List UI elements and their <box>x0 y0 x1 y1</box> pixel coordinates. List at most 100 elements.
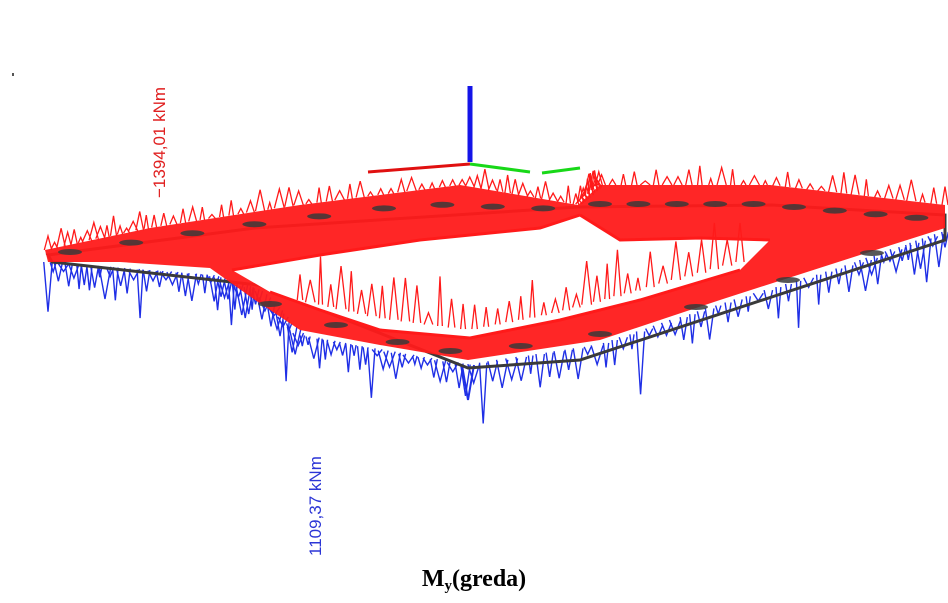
negative-moment-spike <box>597 172 607 186</box>
negative-moment-spike <box>608 178 617 186</box>
positive-moment-spike <box>89 265 100 288</box>
positive-moment-spike <box>282 320 290 382</box>
negative-moment-spike <box>670 241 682 281</box>
positive-moment-spike <box>583 346 592 356</box>
negative-moment-spike <box>592 179 603 188</box>
negative-moment-spike <box>335 266 347 310</box>
negative-moment-spike <box>735 222 745 263</box>
negative-moment-spike <box>316 187 322 203</box>
positive-moment-spike <box>216 278 226 297</box>
positive-moment-spike <box>668 319 682 337</box>
positive-moment-spike <box>123 268 131 294</box>
negative-moment-spike <box>874 189 882 198</box>
negative-moment-spike <box>388 277 399 320</box>
positive-moment-spike <box>371 349 383 357</box>
mesh-element <box>258 301 282 307</box>
positive-moment-spike <box>98 266 112 300</box>
positive-moment-spike <box>611 340 619 366</box>
negative-moment-spike <box>151 214 158 228</box>
positive-moment-spike <box>136 269 144 319</box>
negative-moment-spike <box>267 200 273 210</box>
max-moment-label: 1109,37 kNm <box>306 456 325 556</box>
negative-moment-spike <box>327 284 335 308</box>
positive-moment-spike <box>733 299 743 317</box>
axis-y-dash <box>541 166 581 175</box>
positive-moment-spike <box>545 352 554 377</box>
mesh-lines <box>58 201 929 354</box>
negative-moment-spike <box>930 187 938 204</box>
negative-moment-spike <box>471 304 479 330</box>
positive-moment-spike <box>745 296 752 312</box>
negative-moment-spike <box>496 179 504 192</box>
positive-moment-spike <box>461 364 475 401</box>
negative-moment-spike <box>850 174 860 195</box>
mesh-element <box>438 348 463 354</box>
positive-moment-spike <box>316 338 323 369</box>
positive-moment-spike <box>553 351 565 379</box>
negative-moment-spike <box>160 213 168 227</box>
positive-moment-spike <box>175 272 183 292</box>
positive-moment-spike <box>367 348 376 398</box>
positive-moment-spike <box>377 350 389 372</box>
negative-moment-spike <box>863 179 870 197</box>
negative-moment-spike <box>511 179 520 195</box>
negative-moment-spike <box>840 172 848 194</box>
negative-moment-spike <box>464 175 475 187</box>
negative-moment-spike <box>304 279 316 303</box>
negative-moment-spike <box>43 233 53 251</box>
positive-moment-spike <box>398 353 407 368</box>
positive-moment-spike <box>688 314 696 344</box>
negative-moment-spike <box>526 189 535 198</box>
negative-moment-spike <box>104 225 110 238</box>
negative-moment-spike <box>325 185 334 202</box>
positive-moment-spike <box>940 231 948 248</box>
negative-moment-spike <box>70 229 78 245</box>
negative-moment-spike <box>590 176 601 189</box>
positive-moment-spike <box>326 340 336 358</box>
negative-moment-spike <box>634 277 641 291</box>
mesh-element <box>508 343 533 349</box>
positive-moment-spike <box>362 347 369 365</box>
negative-moment-spike <box>366 283 377 317</box>
positive-moment-spike <box>618 336 629 351</box>
positive-moment-spike <box>629 334 635 350</box>
positive-moment-spike <box>803 277 815 289</box>
negative-moment-spike <box>296 274 304 301</box>
positive-moment-spike <box>402 354 415 365</box>
negative-moment-spike <box>169 214 178 225</box>
negative-moment-spike <box>620 174 627 186</box>
positive-moment-spike <box>933 234 945 268</box>
positive-moment-spike <box>460 364 471 397</box>
positive-moment-spike <box>527 355 534 374</box>
negative-moment-spike <box>207 213 216 219</box>
negative-moment-spike <box>709 222 720 270</box>
negative-moment-spike <box>423 310 434 325</box>
negative-moment-spike <box>716 165 727 186</box>
mesh-element <box>860 250 884 256</box>
positive-moment-spike <box>880 253 888 265</box>
positive-moment-spike <box>351 345 357 356</box>
negative-moment-spike <box>517 181 528 196</box>
negative-moment-spike <box>487 178 498 191</box>
negative-moment-spike <box>254 189 266 212</box>
positive-moment-spike <box>478 362 488 424</box>
negative-moment-spike <box>556 194 565 203</box>
negative-moment-spike <box>652 169 660 186</box>
positive-moment-spike <box>645 328 654 338</box>
negative-moment-spike <box>437 276 443 327</box>
negative-moment-spike <box>590 170 599 191</box>
negative-moment-spike <box>729 169 736 186</box>
negative-moment-spike <box>348 271 355 312</box>
moment-diagram <box>43 86 948 424</box>
positive-moment-spike <box>142 269 151 292</box>
negative-moment-spike <box>387 187 395 194</box>
negative-moment-spike <box>109 215 118 236</box>
mesh-element <box>588 331 612 337</box>
negative-moment-spikes <box>43 165 948 330</box>
negative-moment-spike <box>504 174 512 194</box>
positive-moment-spike <box>201 274 208 294</box>
negative-moment-spike <box>449 178 457 187</box>
min-moment-label: −1394,01 kNm <box>150 86 169 198</box>
negative-moment-spike <box>63 229 72 246</box>
positive-moment-spike <box>356 346 363 370</box>
